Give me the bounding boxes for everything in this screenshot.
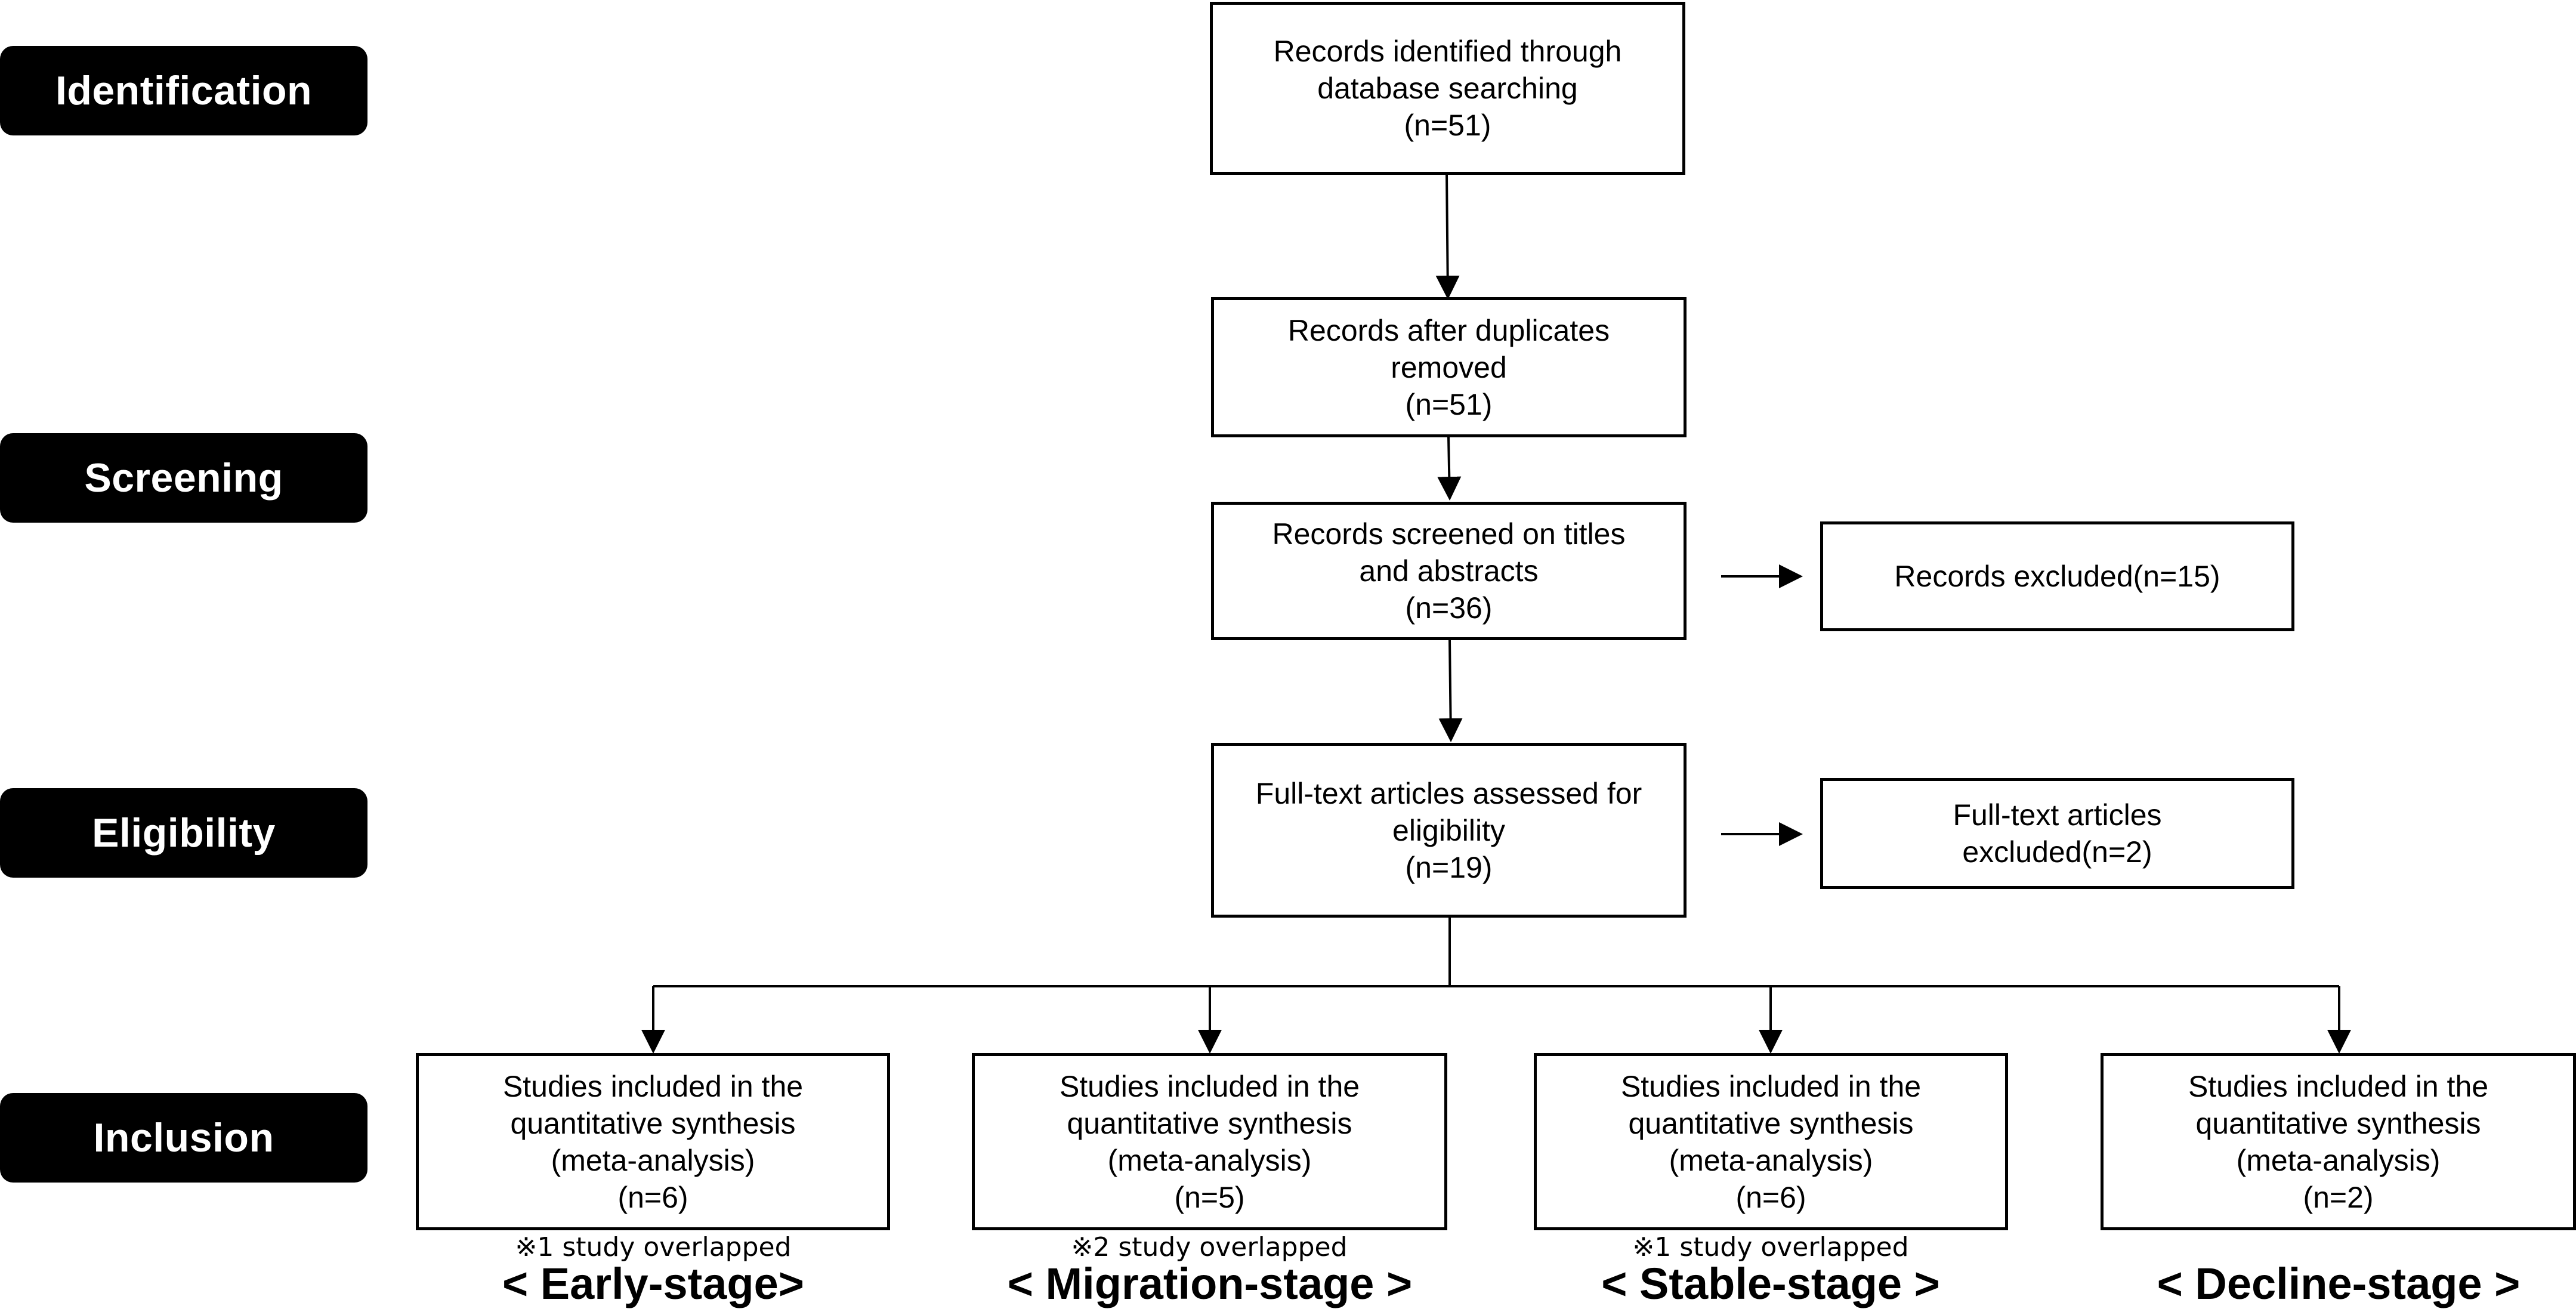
overlap-note-early: ※1 study overlapped <box>515 1232 792 1262</box>
box-count: (n=36) <box>1405 591 1493 625</box>
box-line: Records after duplicates <box>1287 313 1610 347</box>
box-line: Records excluded(n=15) <box>1894 560 2220 593</box>
box-line: Studies included in the <box>1059 1069 1360 1103</box>
box-count: (n=5) <box>1174 1180 1245 1214</box>
box-line: Full-text articles <box>1953 798 2162 832</box>
overlap-note-migration: ※2 study overlapped <box>1071 1232 1348 1262</box>
box-included-early: Studies included in the quantitative syn… <box>416 1053 890 1230</box>
box-count: (n=51) <box>1405 387 1493 421</box>
box-line: (meta-analysis) <box>1107 1143 1312 1177</box>
arrow-identified-to-deduplicated <box>1435 174 1460 300</box>
box-line: (meta-analysis) <box>551 1143 755 1177</box>
box-line: Studies included in the <box>1620 1069 1922 1103</box>
box-line: removed <box>1391 350 1507 384</box>
box-line: (meta-analysis) <box>1669 1143 1873 1177</box>
box-line: Studies included in the <box>502 1069 804 1103</box>
box-count: (n=2) <box>2303 1180 2374 1214</box>
stage-label-stable: < Stable-stage > <box>1601 1259 1940 1308</box>
box-line: Records screened on titles <box>1272 517 1626 551</box>
box-count: (n=51) <box>1404 109 1491 142</box>
box-line: and abstracts <box>1359 554 1539 588</box>
box-line: Full-text articles assessed for <box>1255 776 1642 810</box>
box-records-identified: Records identified through database sear… <box>1210 2 1685 175</box>
box-line: quantitative synthesis <box>1067 1106 1352 1140</box>
phase-eligibility: Eligibility <box>0 788 367 878</box>
box-line: Records identified through <box>1273 35 1622 68</box>
box-records-screened: Records screened on titles and abstracts… <box>1211 502 1687 640</box>
box-included-decline: Studies included in the quantitative syn… <box>2101 1053 2576 1230</box>
box-fulltext-excluded: Full-text articles excluded(n=2) <box>1820 778 2294 889</box>
box-records-excluded: Records excluded(n=15) <box>1820 521 2294 631</box>
box-line: eligibility <box>1392 813 1505 847</box>
box-line: quantitative synthesis <box>2195 1106 2481 1140</box>
box-line: quantitative synthesis <box>510 1106 796 1140</box>
box-line: excluded(n=2) <box>1962 835 2152 869</box>
stage-label-decline: < Decline-stage > <box>2157 1259 2521 1308</box>
box-line: Studies included in the <box>2188 1069 2489 1103</box>
box-fulltext-assessed: Full-text articles assessed for eligibil… <box>1211 743 1687 918</box>
box-line: database searching <box>1317 72 1578 105</box>
phase-inclusion: Inclusion <box>0 1093 367 1183</box>
phase-identification: Identification <box>0 46 367 135</box>
box-count: (n=19) <box>1405 850 1493 884</box>
box-line: quantitative synthesis <box>1628 1106 1914 1140</box>
stage-label-early: < Early-stage> <box>502 1259 804 1308</box>
box-count: (n=6) <box>1735 1180 1806 1214</box>
box-included-migration: Studies included in the quantitative syn… <box>972 1053 1447 1230</box>
stage-label-migration: < Migration-stage > <box>1007 1259 1413 1308</box>
arrow-deduplicated-to-screened <box>1437 437 1462 501</box>
arrow-screened-to-fulltext <box>1438 640 1463 742</box>
box-included-stable: Studies included in the quantitative syn… <box>1534 1053 2008 1230</box>
box-count: (n=6) <box>617 1180 688 1214</box>
box-line: (meta-analysis) <box>2236 1143 2441 1177</box>
phase-screening: Screening <box>0 433 367 523</box>
overlap-note-stable: ※1 study overlapped <box>1632 1232 1909 1262</box>
box-records-deduplicated: Records after duplicates removed (n=51) <box>1211 297 1687 437</box>
